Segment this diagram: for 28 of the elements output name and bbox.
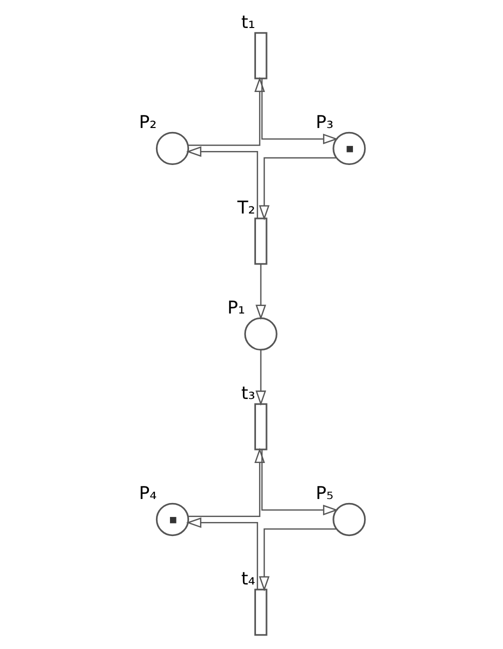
node-bar [254, 588, 267, 636]
node-bar [254, 218, 267, 265]
node-label: P₄ [138, 484, 156, 504]
node-bar [254, 32, 267, 80]
arrow [255, 264, 266, 320]
arrow [258, 528, 336, 592]
node-label: t₄ [240, 570, 255, 590]
arrow [188, 448, 264, 517]
node-label: T₂ [236, 198, 255, 219]
arrow [186, 517, 258, 590]
node-label: P₁ [226, 298, 245, 318]
node-circle [332, 132, 366, 166]
arrow [186, 146, 258, 218]
node-label: P₅ [315, 484, 333, 504]
arrow [255, 350, 266, 406]
arrow [188, 76, 264, 146]
node-label: P₂ [138, 112, 156, 133]
node-label: P₃ [315, 112, 333, 133]
arrow [260, 449, 338, 516]
node-circle [332, 502, 366, 536]
arrow [260, 78, 338, 144]
arrow [258, 157, 336, 220]
node-circle [244, 317, 277, 351]
node-label: t₃ [240, 384, 255, 404]
node-bar [254, 403, 267, 450]
node-circle [155, 132, 189, 166]
node-label: t₁ [240, 13, 255, 34]
node-circle [155, 502, 189, 536]
